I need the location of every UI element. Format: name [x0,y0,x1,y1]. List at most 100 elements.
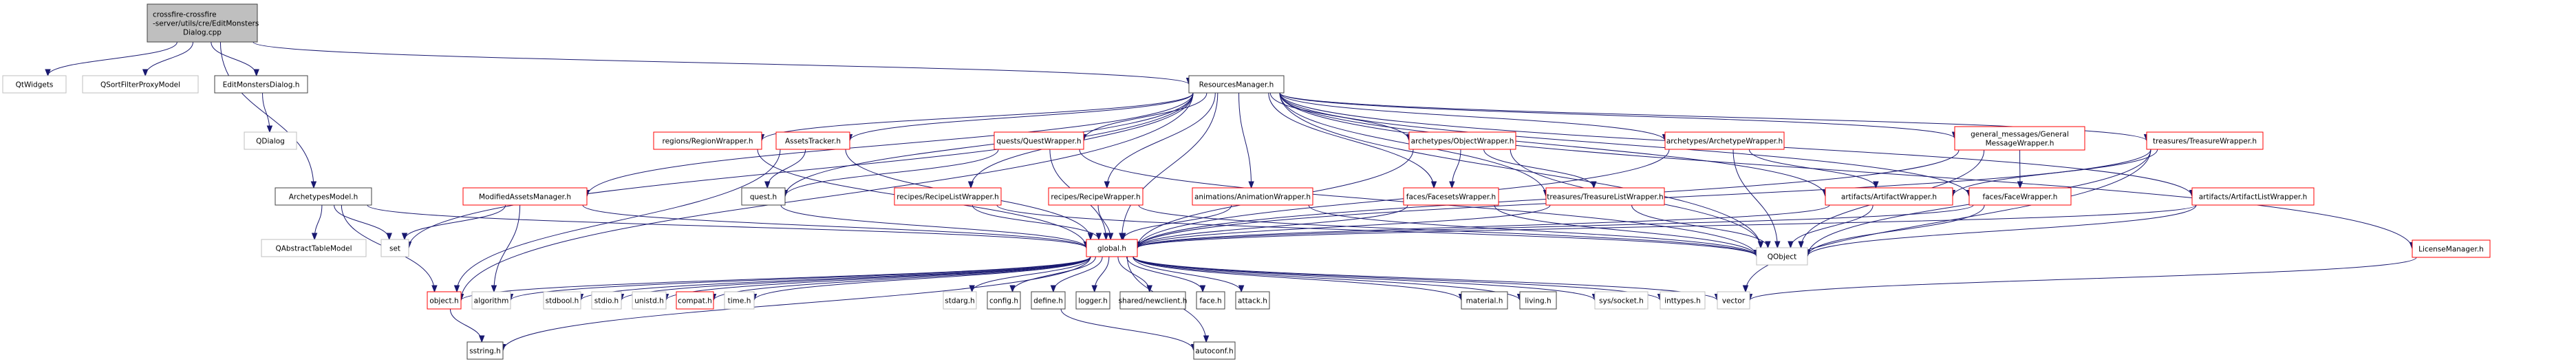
node-qtwidgets[interactable]: QtWidgets [2,75,67,94]
node-label: stdbool.h [546,297,579,306]
node-label: vector [1722,297,1746,306]
node-licensemanager-h[interactable]: LicenseManager.h [2412,239,2491,258]
edge-global-h-to-config-h [1012,256,1096,292]
node-sstring-h[interactable]: sstring.h [466,341,504,360]
edge-define-h-to-autoconf-h [1060,308,1194,351]
node-modifiedassetsmanager-h[interactable]: ModifiedAssetsManager.h [462,187,588,206]
node-box [1825,187,1953,206]
arrowhead-icon [453,285,460,293]
node-config-h[interactable]: config.h [987,291,1021,310]
node-box [466,341,504,360]
node-set[interactable]: set [380,239,409,257]
edge-resourcesmanager-h-to-animations-animationwrapper-h [1238,92,1252,189]
node-label: quests/QuestWrapper.h [996,138,1081,146]
arrowhead-icon [1757,241,1764,249]
node-attack-h[interactable]: attack.h [1235,291,1270,310]
node-qobject[interactable]: QObject [1756,247,1808,266]
node-qsortfilterproxymodel[interactable]: QSortFilterProxyModel [82,75,199,94]
node-recipes-recipelistwrapper-h[interactable]: recipes/RecipeListWrapper.h [894,187,1002,206]
node-label: ArchetypesModel.h [289,193,358,202]
arrowhead-icon [1774,241,1781,249]
node-unistd-h[interactable]: unistd.h [632,291,667,310]
node-root[interactable]: crossfire-crossfire-server/utils/cre/Edi… [147,3,259,43]
edge-faces-facesetswrapper-h-to-global-h [1137,204,1408,248]
node-label: object.h [429,297,458,306]
node-label: define.h [1033,297,1063,306]
node-assetstracker-h[interactable]: AssetsTracker.h [775,131,850,150]
node-label: face.h [1199,297,1221,306]
edge-resourcesmanager-h-to-object-h [460,92,1194,301]
arrowhead-icon [142,69,149,77]
node-quest-h[interactable]: quest.h [741,187,786,206]
node-vector[interactable]: vector [1717,291,1750,310]
node-archetypesmodel-h[interactable]: ArchetypesModel.h [275,187,372,206]
edge-root-to-qtwidgets [47,41,178,76]
node-box [2412,239,2491,258]
node-faces-facesetswrapper-h[interactable]: faces/FacesetsWrapper.h [1403,187,1499,206]
node-artifacts-artifactlistwrapper-h[interactable]: artifacts/ArtifactListWrapper.h [2191,187,2315,206]
node-define-h[interactable]: define.h [1031,291,1066,310]
node-box [994,131,1084,150]
node-global-h[interactable]: global.h [1086,239,1138,257]
edge-resourcesmanager-h-to-faces-facewrapper-h [1279,92,1970,197]
edge-root-to-editmonstersdialog-h [211,41,257,76]
node-qdialog[interactable]: QDialog [244,131,297,150]
node-sys-socket-h[interactable]: sys/socket.h [1594,291,1649,310]
node-resourcesmanager-h[interactable]: ResourcesManager.h [1188,75,1285,94]
node-archetypes-objectwrapper-h[interactable]: archetypes/ObjectWrapper.h [1408,131,1516,150]
node-box [591,291,622,310]
node-label: treasures/TreasureWrapper.h [2153,138,2257,146]
edge-faces-facewrapper-h-to-qobject [1807,204,1985,257]
node-shared-newclient-h[interactable]: shared/newclient.h [1119,291,1188,310]
node-stdbool-h[interactable]: stdbool.h [543,291,581,310]
node-logger-h[interactable]: logger.h [1075,291,1110,310]
node-face-h[interactable]: face.h [1196,291,1225,310]
node-label: MessageWrapper.h [1986,140,2054,148]
node-object-h[interactable]: object.h [427,291,462,310]
node-label: ResourcesManager.h [1199,81,1274,89]
arrowhead-icon [1798,241,1804,249]
node-artifacts-artifactwrapper-h[interactable]: artifacts/ArtifactWrapper.h [1825,187,1953,206]
edge-animations-animationwrapper-h-to-qobject [1308,204,1757,257]
edge-licensemanager-h-to-vector [1749,257,2417,301]
arrowhead-icon [1591,181,1597,189]
node-algorithm[interactable]: algorithm [471,291,511,310]
edge-assetstracker-h-to-object-h [456,149,781,292]
node-recipes-recipewrapper-h[interactable]: recipes/RecipeWrapper.h [1048,187,1144,206]
arrowhead-icon [1199,285,1206,293]
node-animations-animationwrapper-h[interactable]: animations/AnimationWrapper.h [1192,187,1313,206]
arrowhead-icon [431,285,438,293]
node-autoconf-h[interactable]: autoconf.h [1193,341,1236,360]
node-time-h[interactable]: time.h [724,291,755,310]
node-quests-questwrapper-h[interactable]: quests/QuestWrapper.h [994,131,1084,150]
node-stdarg-h[interactable]: stdarg.h [943,291,977,310]
edge-global-h-to-sstring-h [502,256,1091,351]
node-editmonstersdialog-h[interactable]: EditMonstersDialog.h [214,75,308,94]
edge-root-to-resourcesmanager-h [253,41,1190,85]
node-inttypes-h[interactable]: inttypes.h [1660,291,1706,310]
node-stdio-h[interactable]: stdio.h [591,291,622,310]
node-label: faces/FacesetsWrapper.h [1406,193,1496,202]
node-label: faces/FaceWrapper.h [1983,193,2058,202]
node-material-h[interactable]: material.h [1461,291,1508,310]
node-treasures-treasurewrapper-h[interactable]: treasures/TreasureWrapper.h [2146,131,2264,150]
edge-faces-facesetswrapper-h-to-qobject [1494,204,1757,257]
node-qabstracttablemodel[interactable]: QAbstractTableModel [261,239,367,257]
node-box [1461,291,1508,310]
arrowhead-icon [764,181,771,189]
node-regions-regionwrapper-h[interactable]: regions/RegionWrapper.h [653,131,762,150]
node-label: animations/AnimationWrapper.h [1194,193,1311,202]
node-compat-h[interactable]: compat.h [676,291,714,310]
node-living-h[interactable]: living.h [1519,291,1557,310]
node-archetypes-archetypewrapper-h[interactable]: archetypes/ArchetypeWrapper.h [1664,131,1785,150]
arrowhead-icon [2017,181,2024,189]
edge-resourcesmanager-h-to-assetstracker-h [849,92,1194,141]
edge-animations-animationwrapper-h-to-global-h [1122,204,1232,240]
arrowhead-icon [1009,285,1016,293]
node-label: stdarg.h [945,297,974,306]
node-treasures-treasurelistwrapper-h[interactable]: treasures/TreasureListWrapper.h [1545,187,1665,206]
node-box [1519,291,1557,310]
node-faces-facewrapper-h[interactable]: faces/FaceWrapper.h [1968,187,2072,206]
